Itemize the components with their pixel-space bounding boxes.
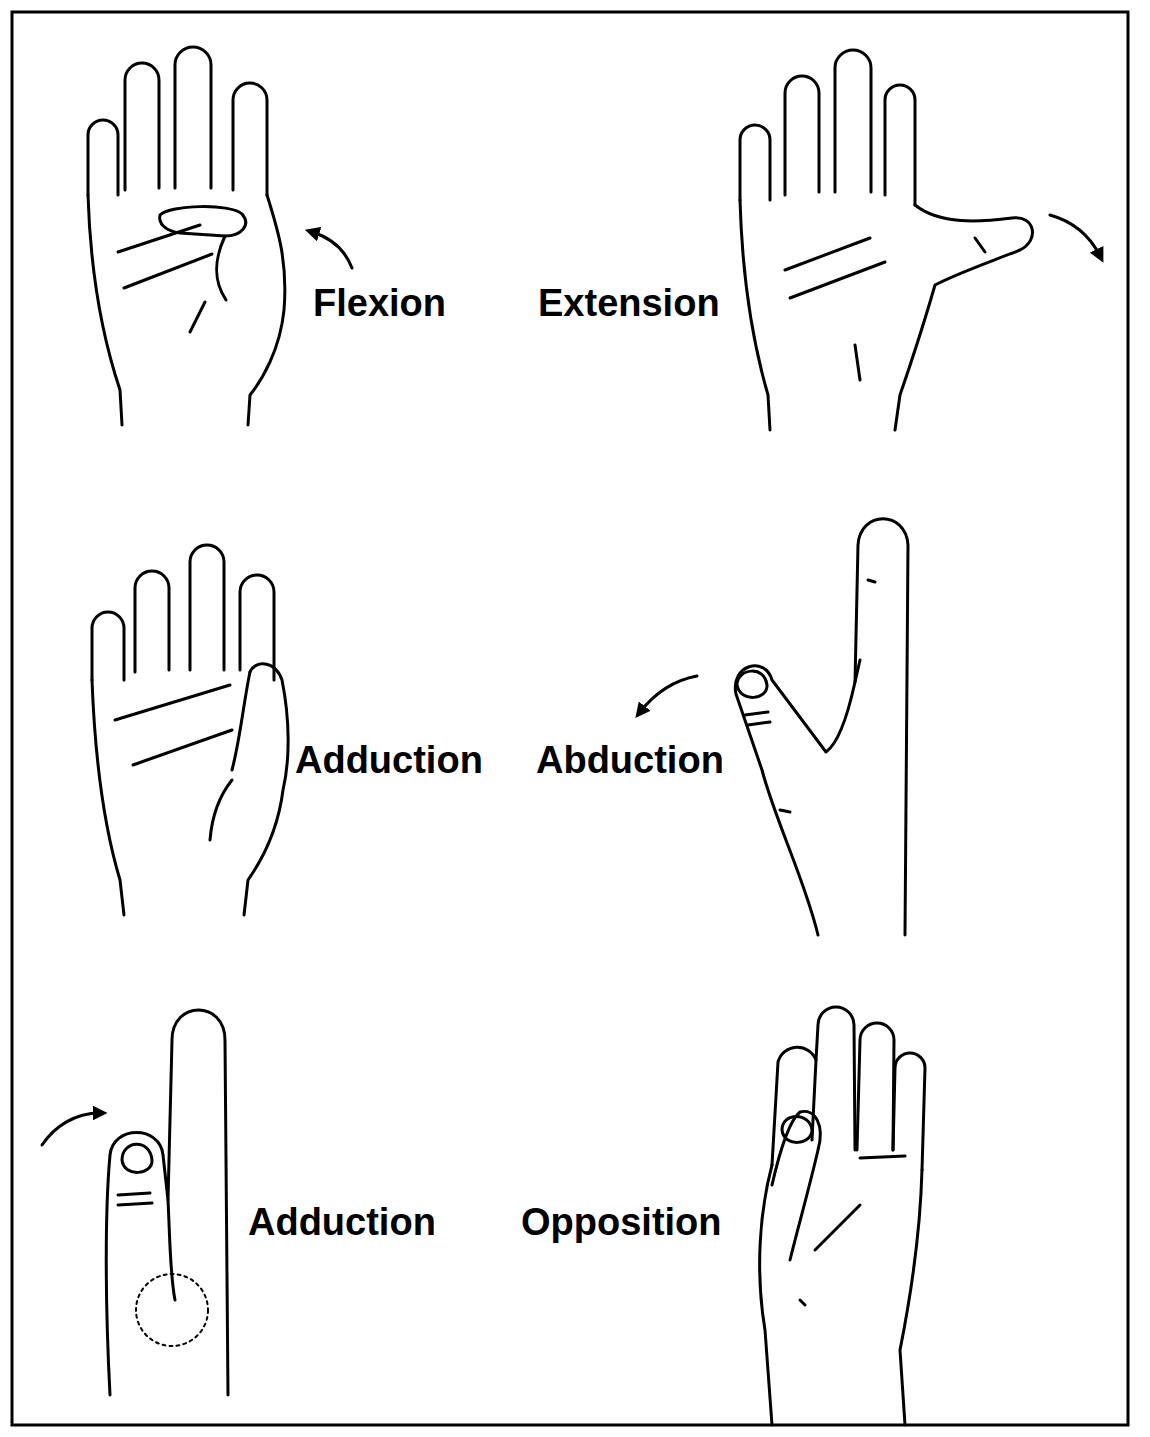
motion-label: Flexion	[313, 281, 446, 325]
hand-opposition	[760, 1007, 925, 1425]
hand-flexion	[88, 47, 352, 425]
hand-adduction-side	[42, 1010, 228, 1395]
motion-label: Extension	[538, 281, 720, 325]
motion-label: Opposition	[521, 1200, 722, 1244]
hand-abduction	[640, 519, 908, 935]
motion-label: Adduction	[295, 738, 483, 782]
motion-label: Abduction	[536, 738, 724, 782]
hand-extension	[740, 50, 1100, 430]
frame-border	[12, 12, 1128, 1425]
motion-label: Adduction	[248, 1200, 436, 1244]
hand-adduction	[92, 545, 288, 915]
